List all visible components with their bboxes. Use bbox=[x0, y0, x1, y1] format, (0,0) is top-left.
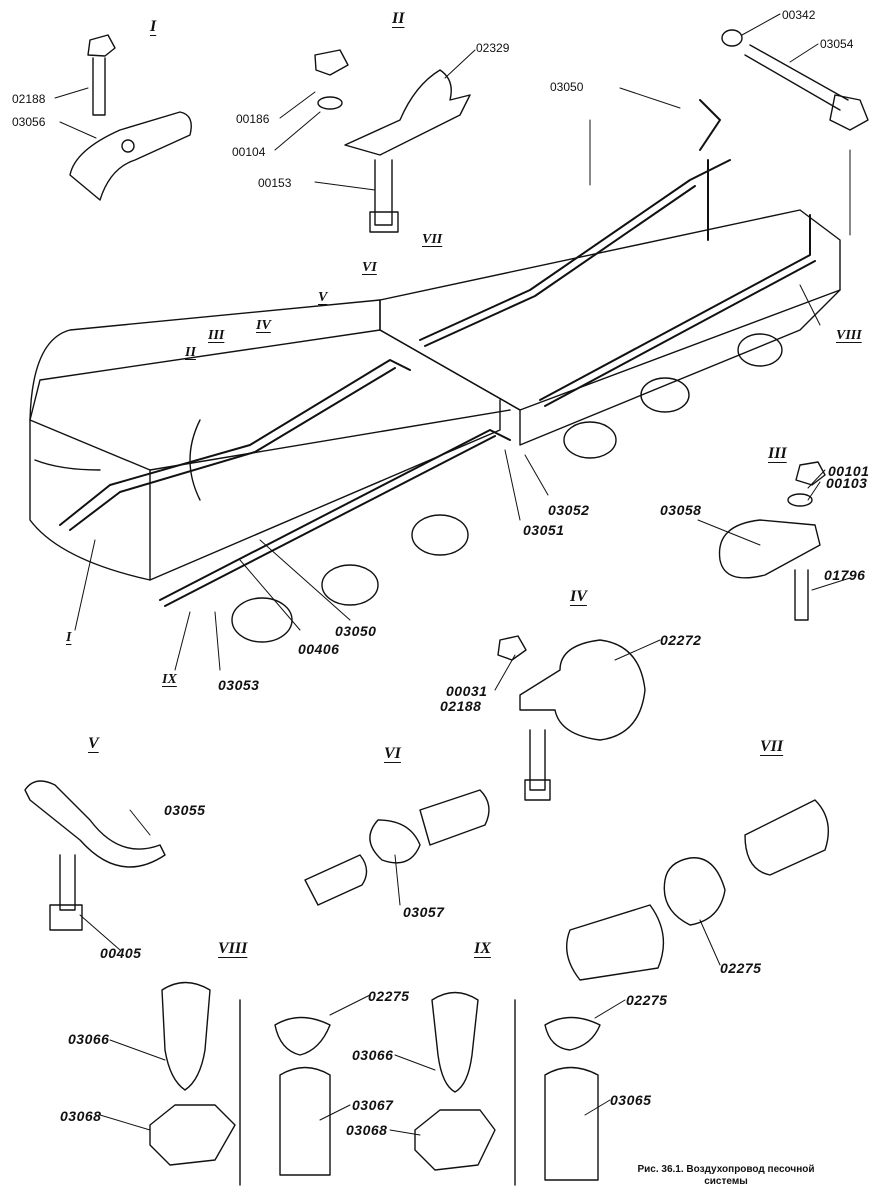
leader-lines bbox=[54, 13, 851, 1136]
label-00186: 00186 bbox=[236, 112, 270, 126]
detail-VI-parts bbox=[304, 789, 490, 906]
loco-marker-VI: VI bbox=[362, 260, 377, 275]
detail-heading-II: II bbox=[392, 10, 405, 27]
label-00103: 00103 bbox=[826, 475, 868, 491]
label-03052: 03052 bbox=[548, 502, 590, 518]
label-03066-IX: 03066 bbox=[352, 1047, 394, 1063]
label-03068-VIII: 03068 bbox=[60, 1108, 102, 1124]
label-03066-VIII: 03066 bbox=[68, 1031, 110, 1047]
label-03067: 03067 bbox=[352, 1097, 394, 1113]
loco-marker-IV: IV bbox=[256, 318, 271, 333]
label-00342: 00342 bbox=[782, 8, 816, 22]
loco-marker-VIII: VIII bbox=[836, 328, 862, 343]
label-02272: 02272 bbox=[660, 632, 702, 648]
figure-caption-line1: Рис. 36.1. Воздухопровод песочной bbox=[637, 1164, 815, 1175]
label-03056: 03056 bbox=[12, 115, 46, 129]
label-02188-top: 02188 bbox=[12, 92, 46, 106]
label-03050-top: 03050 bbox=[550, 80, 584, 94]
locomotive-body bbox=[29, 209, 841, 581]
detail-I-parts bbox=[69, 34, 192, 201]
detail-heading-IX: IX bbox=[474, 940, 491, 957]
detail-heading-VII: VII bbox=[760, 738, 784, 755]
label-02275-VIII: 02275 bbox=[368, 988, 410, 1004]
loco-marker-IX: IX bbox=[162, 672, 177, 687]
label-00405: 00405 bbox=[100, 945, 142, 961]
detail-VII-parts bbox=[566, 799, 829, 981]
detail-heading-III: III bbox=[768, 445, 787, 462]
detail-heading-IV: IV bbox=[570, 588, 587, 605]
detail-heading-I: I bbox=[150, 18, 157, 35]
detail-VIII-parts bbox=[149, 981, 331, 1186]
detail-IX-parts bbox=[414, 991, 601, 1186]
label-03050-loco: 03050 bbox=[335, 623, 377, 639]
loco-marker-V: V bbox=[318, 290, 328, 305]
label-00031: 00031 bbox=[446, 683, 488, 699]
bogie-wheels bbox=[231, 333, 783, 643]
label-03055: 03055 bbox=[164, 802, 206, 818]
figure-caption: Рис. 36.1. Воздухопровод песочной систем… bbox=[610, 1164, 842, 1188]
label-02275-IX: 02275 bbox=[626, 992, 668, 1008]
detail-heading-V: V bbox=[88, 735, 99, 752]
detail-V-parts bbox=[24, 780, 166, 931]
label-02275-VII: 02275 bbox=[720, 960, 762, 976]
label-00406: 00406 bbox=[298, 641, 340, 657]
detail-II-parts bbox=[314, 49, 471, 233]
label-03051: 03051 bbox=[523, 522, 565, 538]
figure-caption-line2: системы bbox=[704, 1176, 748, 1187]
detail-heading-VI: VI bbox=[384, 745, 401, 762]
label-00104: 00104 bbox=[232, 145, 266, 159]
air-duct-piping bbox=[59, 99, 816, 607]
label-03054: 03054 bbox=[820, 37, 854, 51]
label-00153: 00153 bbox=[258, 176, 292, 190]
label-02188-detail: 02188 bbox=[440, 698, 482, 714]
detail-IV-parts bbox=[497, 635, 646, 801]
label-03053: 03053 bbox=[218, 677, 260, 693]
loco-marker-I: I bbox=[66, 630, 72, 645]
label-03057: 03057 bbox=[403, 904, 445, 920]
detail-III-parts bbox=[718, 461, 826, 621]
label-00101: 00101 bbox=[828, 463, 870, 479]
loco-marker-VII: VII bbox=[422, 232, 443, 247]
detail-bolt-03054 bbox=[721, 29, 869, 131]
label-03068-IX: 03068 bbox=[346, 1122, 388, 1138]
detail-heading-VIII: VIII bbox=[218, 940, 248, 957]
label-02329: 02329 bbox=[476, 41, 510, 55]
loco-marker-III: III bbox=[208, 328, 225, 343]
loco-marker-II: II bbox=[185, 345, 196, 360]
label-03058: 03058 bbox=[660, 502, 702, 518]
label-03065: 03065 bbox=[610, 1092, 652, 1108]
label-01796: 01796 bbox=[824, 567, 866, 583]
